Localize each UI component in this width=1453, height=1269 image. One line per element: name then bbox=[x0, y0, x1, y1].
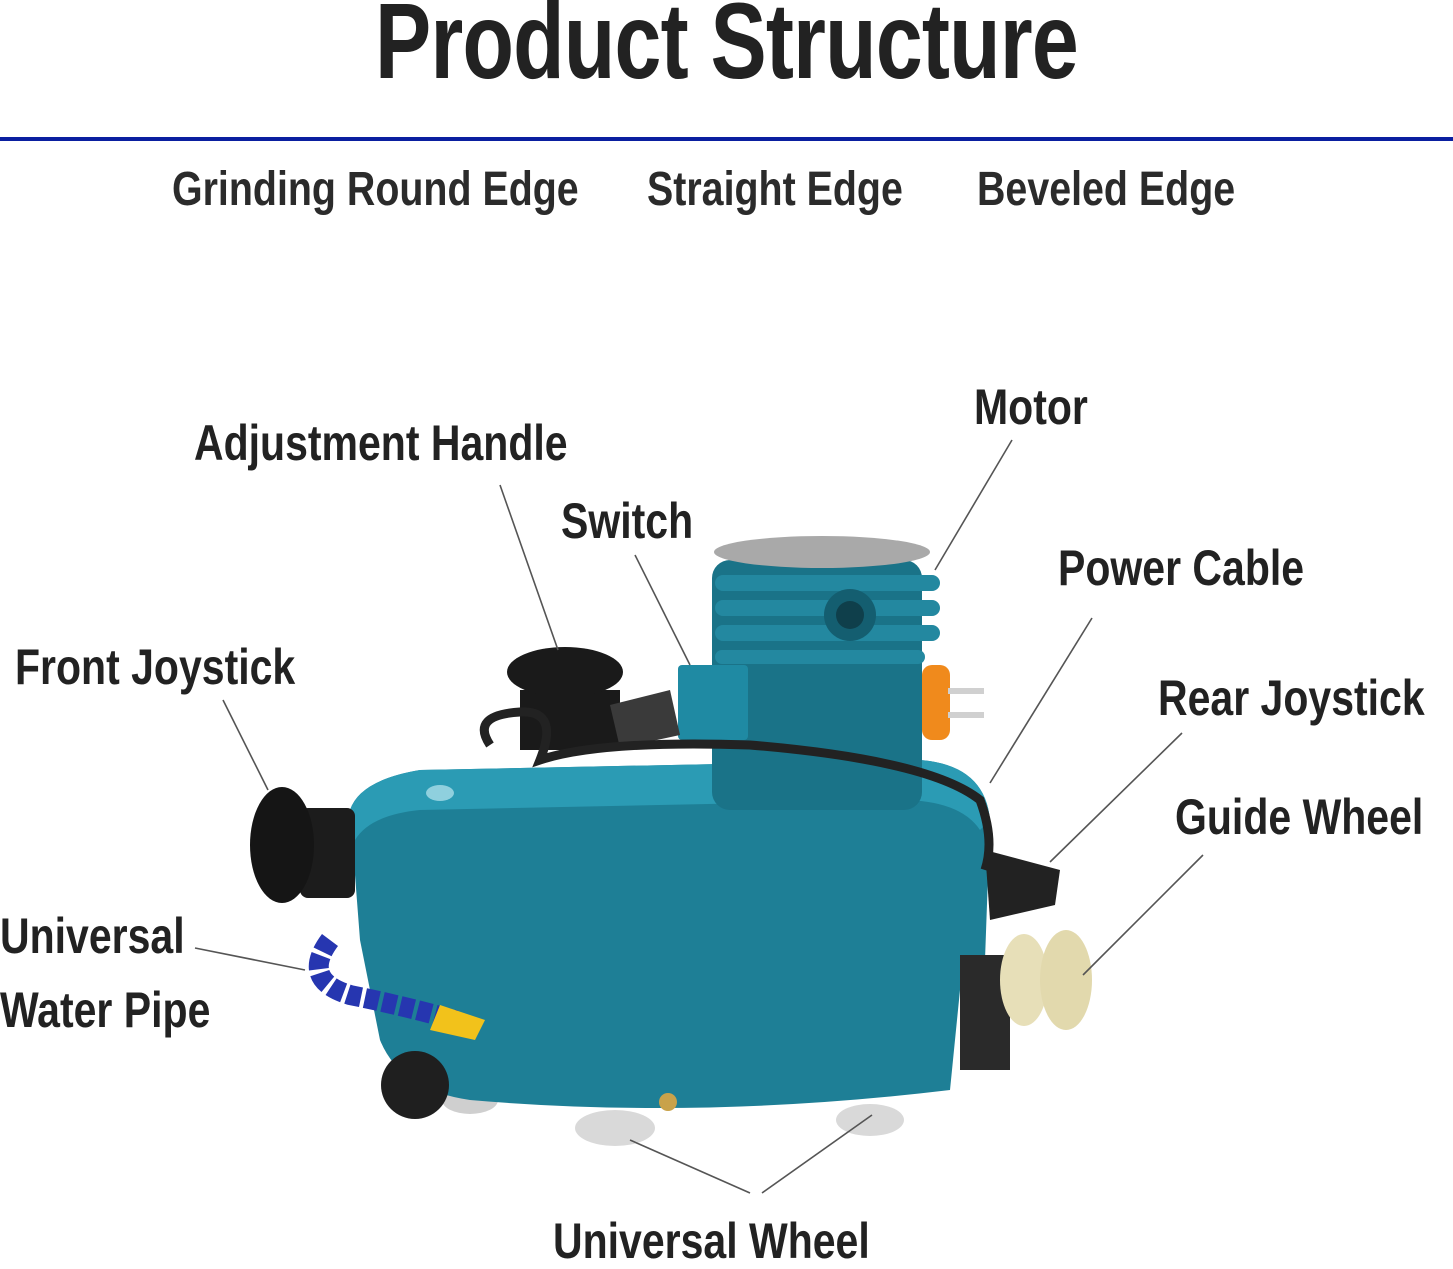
leader-line-universal-wheel-right bbox=[761, 1114, 873, 1194]
plug-graphic bbox=[922, 665, 984, 740]
label-universal-water-pipe-line1: Universal bbox=[0, 908, 185, 964]
edge-type-beveled: Beveled Edge bbox=[977, 163, 1236, 216]
leader-line-power-cable bbox=[989, 617, 1093, 784]
power-cable-graphic bbox=[479, 707, 994, 872]
bottom-screw-graphic bbox=[659, 1093, 677, 1111]
page-title: Product Structure bbox=[375, 0, 1079, 101]
leader-line-adjustment-handle bbox=[499, 484, 559, 651]
label-front-joystick: Front Joystick bbox=[15, 639, 296, 695]
edge-type-round: Grinding Round Edge bbox=[172, 163, 579, 216]
adjustment-handle-graphic bbox=[507, 647, 680, 750]
label-universal-water-pipe-line2: Water Pipe bbox=[0, 982, 211, 1038]
leader-line-guide-wheel bbox=[1082, 854, 1204, 976]
leader-line-water-pipe bbox=[194, 947, 306, 971]
guide-wheel-graphic bbox=[960, 930, 1092, 1070]
label-universal-wheel: Universal Wheel bbox=[553, 1213, 870, 1269]
machine-body bbox=[350, 760, 990, 1108]
leader-line-switch bbox=[634, 554, 691, 666]
leader-line-motor bbox=[934, 439, 1013, 571]
label-rear-joystick: Rear Joystick bbox=[1158, 670, 1425, 726]
label-guide-wheel: Guide Wheel bbox=[1175, 789, 1424, 845]
leader-line-front-joystick bbox=[222, 699, 269, 791]
label-adjustment-handle: Adjustment Handle bbox=[194, 415, 568, 471]
rear-joystick-graphic bbox=[985, 850, 1060, 920]
label-switch: Switch bbox=[561, 493, 694, 549]
label-motor: Motor bbox=[974, 379, 1088, 435]
label-power-cable: Power Cable bbox=[1058, 540, 1305, 596]
water-pipe-graphic bbox=[308, 934, 485, 1119]
divider-rule bbox=[0, 137, 1453, 141]
switch-graphic bbox=[678, 665, 748, 740]
front-joystick-graphic bbox=[250, 787, 355, 903]
leader-line-universal-wheel-left bbox=[629, 1139, 751, 1194]
leader-line-rear-joystick bbox=[1049, 732, 1183, 863]
motor-graphic bbox=[712, 536, 940, 810]
edge-type-straight: Straight Edge bbox=[647, 163, 903, 216]
